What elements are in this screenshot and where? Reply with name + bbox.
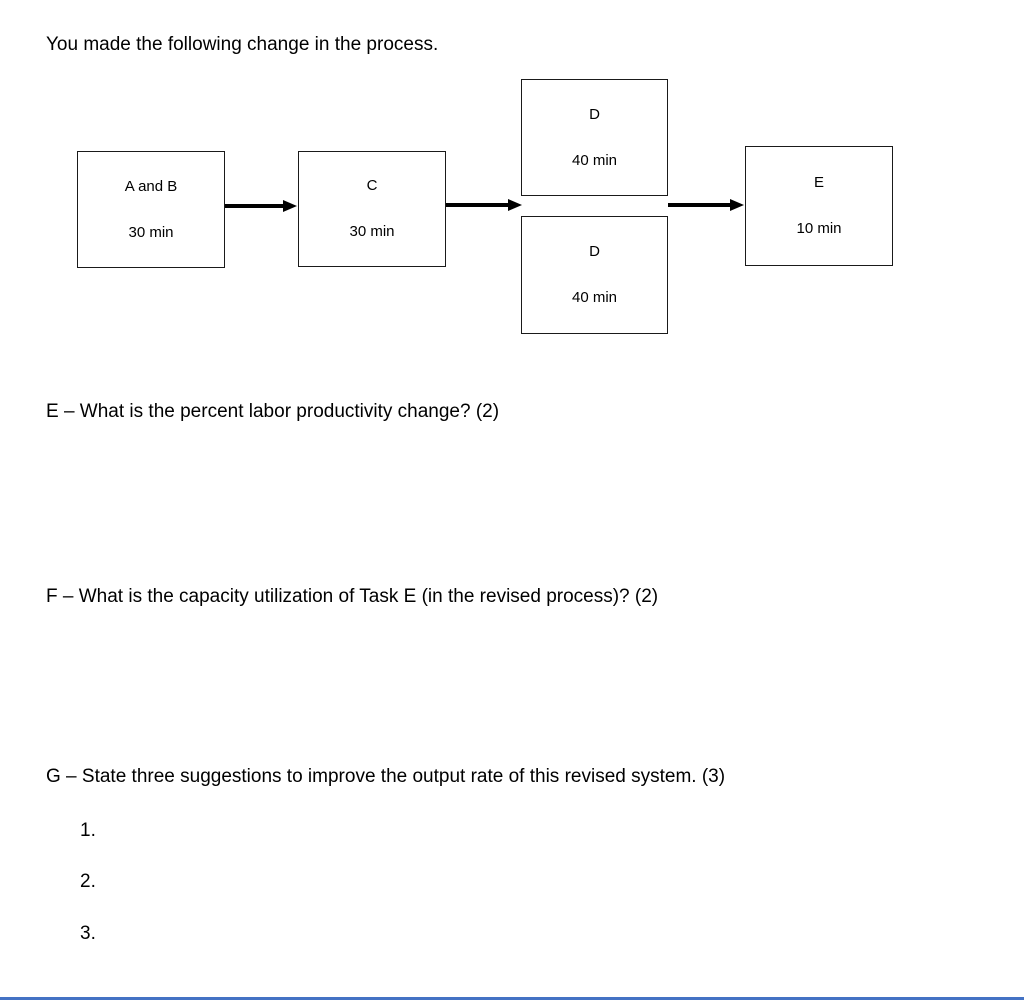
- task-label: A and B: [124, 177, 178, 195]
- arrow-c-to-d-head-icon: [508, 199, 522, 211]
- arrow-ab-to-c-head-icon: [283, 200, 297, 212]
- answer-list-item-2: 2.: [80, 871, 96, 892]
- page-title: You made the following change in the pro…: [46, 34, 439, 55]
- task-time: 10 min: [796, 220, 842, 237]
- answer-list-item-1: 1.: [80, 820, 96, 841]
- task-box-c: C 30 min: [298, 151, 446, 267]
- task-time: 40 min: [571, 151, 618, 169]
- arrow-ab-to-c-shaft: [225, 204, 283, 208]
- task-box-e: E 10 min: [745, 146, 893, 266]
- task-box-d-top: D 40 min: [521, 79, 668, 196]
- task-time: 30 min: [128, 223, 174, 241]
- question-g: G – State three suggestions to improve t…: [46, 766, 726, 787]
- task-box-a-and-b: A and B 30 min: [77, 151, 225, 268]
- answer-list-item-3: 3.: [80, 923, 96, 944]
- task-box-d-bottom: D 40 min: [521, 216, 668, 334]
- task-label: E: [813, 174, 824, 191]
- task-label: C: [366, 177, 378, 194]
- task-time: 40 min: [571, 289, 618, 306]
- task-time: 30 min: [349, 223, 395, 240]
- question-f: F – What is the capacity utilization of …: [46, 586, 659, 607]
- question-e: E – What is the percent labor productivi…: [46, 401, 500, 422]
- bottom-edge-line: [0, 997, 1024, 1000]
- arrow-d-to-e-shaft: [668, 203, 730, 207]
- arrow-c-to-d-shaft: [446, 203, 508, 207]
- arrow-d-to-e-head-icon: [730, 199, 744, 211]
- task-label: D: [589, 105, 600, 123]
- task-label: D: [589, 243, 600, 260]
